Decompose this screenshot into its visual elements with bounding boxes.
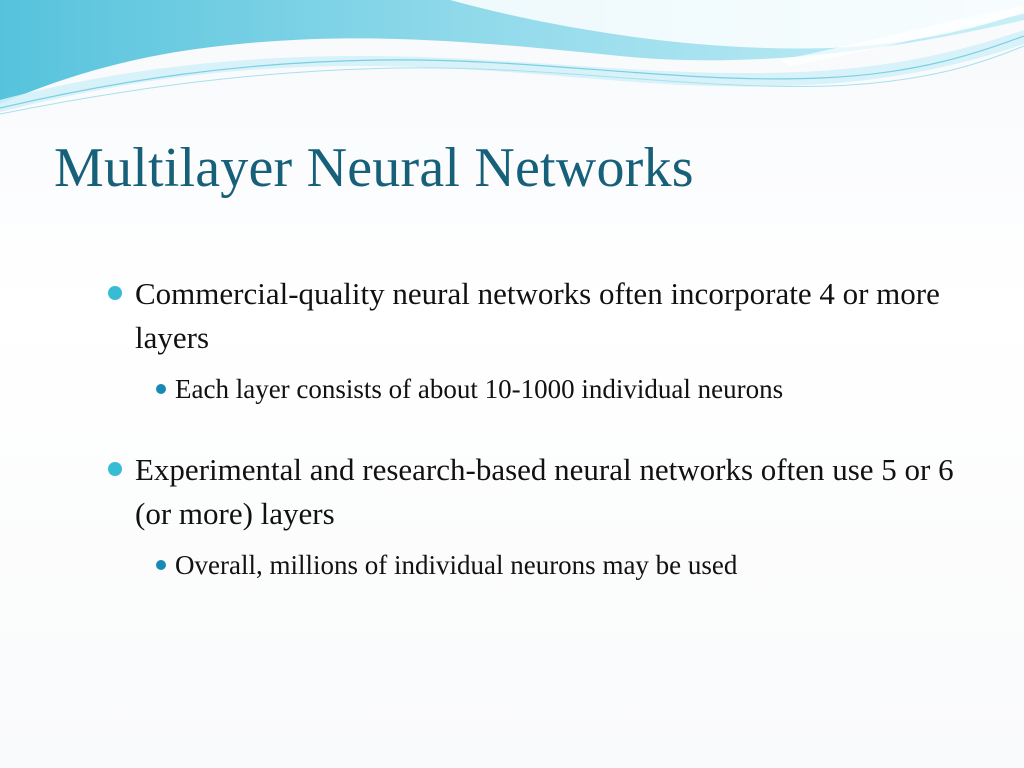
bullet-item: Commercial-quality neural networks often… (108, 272, 968, 360)
slide-title: Multilayer Neural Networks (54, 137, 694, 199)
bullet-item: Experimental and research-based neural n… (108, 448, 968, 536)
bullet-text: Commercial-quality neural networks often… (135, 276, 940, 355)
bullet-dot-icon (108, 286, 122, 300)
sub-bullet-text: Overall, millions of individual neurons … (175, 550, 738, 580)
bullet-group-1: Commercial-quality neural networks often… (108, 272, 968, 408)
bullet-list: Commercial-quality neural networks often… (108, 272, 968, 584)
wave-light-band (0, 30, 1024, 112)
bullet-dot-icon (108, 462, 122, 476)
wave-right-streak (780, 6, 1024, 66)
sub-bullet-dot-icon (156, 560, 166, 570)
sub-bullet-item: Overall, millions of individual neurons … (148, 546, 968, 584)
sub-bullet-text: Each layer consists of about 10-1000 ind… (175, 374, 784, 404)
decorative-wave-header (0, 0, 1024, 115)
bullet-group-2: Experimental and research-based neural n… (108, 448, 968, 584)
bullet-text: Experimental and research-based neural n… (135, 452, 954, 531)
wave-thin-line-1 (0, 35, 1024, 109)
wave-white-curve (450, 0, 1024, 49)
sub-bullet-dot-icon (156, 384, 166, 394)
sub-bullet-item: Each layer consists of about 10-1000 ind… (148, 370, 968, 408)
wave-thin-line-2 (0, 45, 1024, 115)
